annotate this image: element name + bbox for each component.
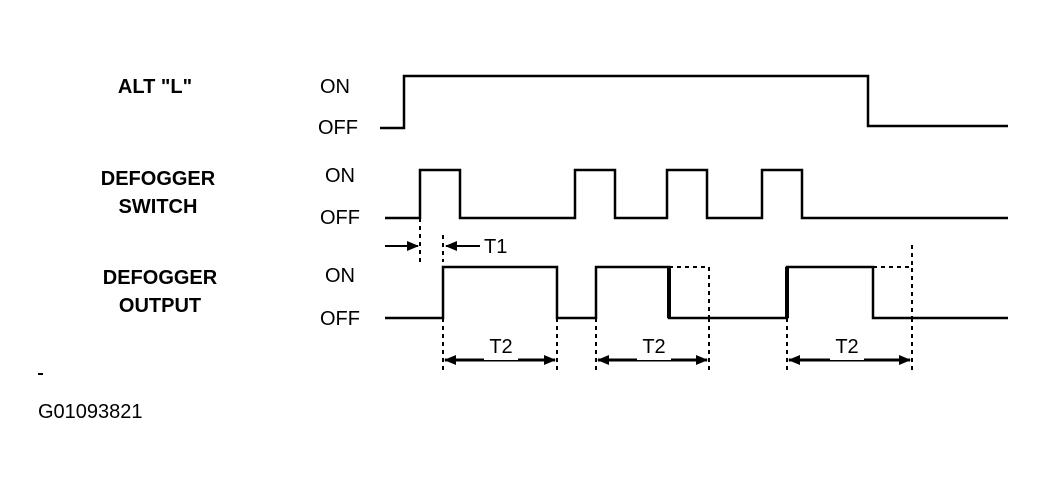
output-off-label: OFF <box>320 308 360 330</box>
defogger-switch-label-line1: DEFOGGER <box>101 168 216 190</box>
t2-label-3: T2 <box>835 336 858 358</box>
t2-label-1: T2 <box>489 336 512 358</box>
alt-l-waveform <box>380 74 1008 130</box>
defogger-switch-waveform <box>385 168 1008 220</box>
t2-label-3-bg <box>830 336 864 360</box>
switch-on-label: ON <box>325 165 355 187</box>
t2-label-2-bg <box>637 336 671 360</box>
defogger-output-label-line2: OUTPUT <box>119 295 201 317</box>
output-on-label: ON <box>325 265 355 287</box>
defogger-output-label-line1: DEFOGGER <box>103 267 218 289</box>
output-dashed-extension-3 <box>873 266 913 318</box>
alt-l-signal-label: ALT "L" <box>118 76 192 98</box>
defogger-output-waveform <box>385 265 1008 320</box>
defogger-switch-label-line2: SWITCH <box>119 196 198 218</box>
switch-off-label: OFF <box>320 207 360 229</box>
alt-l-on-label: ON <box>320 76 350 98</box>
output-dashed-extension-2 <box>669 266 710 318</box>
figure-id: G01093821 <box>38 401 143 423</box>
t2-label-1-bg <box>484 336 518 360</box>
t2-label-2: T2 <box>642 336 665 358</box>
alt-l-off-label: OFF <box>318 117 358 139</box>
t1-label: T1 <box>484 236 507 258</box>
